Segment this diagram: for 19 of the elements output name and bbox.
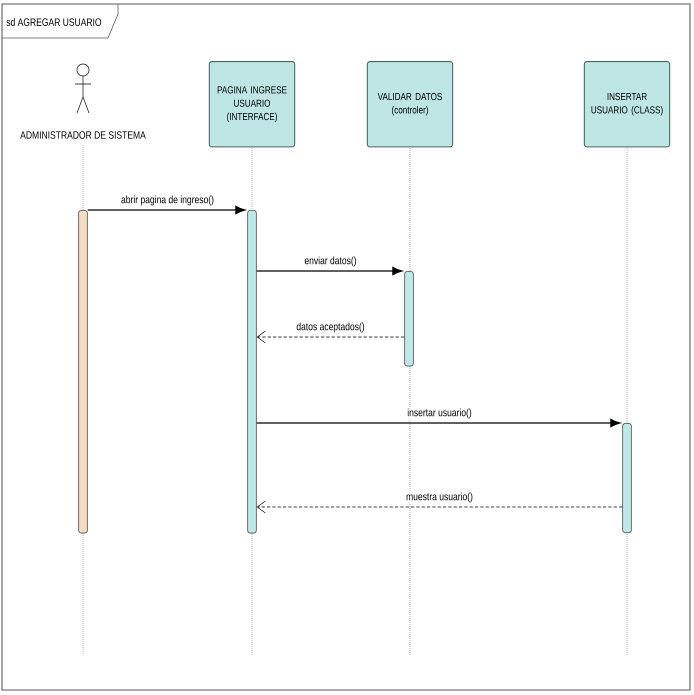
diagram-title: sd AGREGAR USUARIO [6,18,102,26]
message-label: muestra usuario() [406,492,472,502]
lifeline-box: PAGINA INGRESE USUARIO (INTERFACE) [208,61,296,148]
activation-bar [622,423,632,534]
message-label: abrir pagina de ingreso() [121,195,214,206]
message-label: datos aceptados() [296,322,364,332]
actor-label: ADMINISTRADOR DE SISTEMA [20,131,146,139]
message-arrow [256,418,620,428]
lifeline-box: VALIDAR DATOS (controler) [366,61,454,148]
lifeline-box: INSERTAR USUARIO (CLASS) [584,61,670,148]
message-label: insertar usuario() [408,408,472,418]
message-arrow [256,330,405,344]
activation-bar [78,210,88,534]
message-arrow [256,500,623,514]
message-label: enviar datos() [304,256,356,266]
activation-bar [247,210,257,534]
activation-bar [404,271,414,366]
message-arrow [88,206,246,214]
message-arrow [256,266,402,276]
